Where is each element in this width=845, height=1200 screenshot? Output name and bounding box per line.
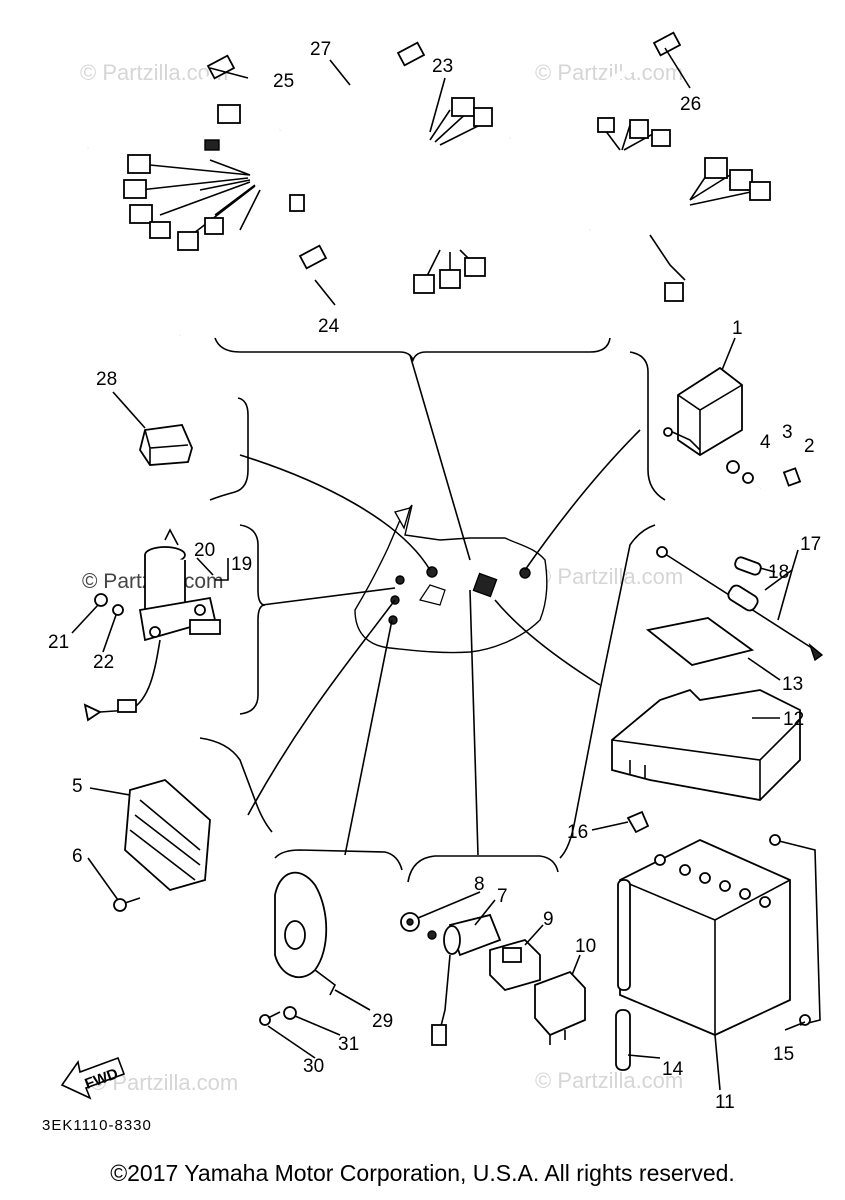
motorcycle-frame-outline — [354, 504, 548, 654]
callout-6: 6 — [72, 846, 83, 867]
callout-5: 5 — [72, 776, 83, 797]
callout-30: 30 — [303, 1056, 324, 1077]
callout-1: 1 — [732, 318, 743, 339]
brace-1 — [629, 351, 666, 501]
wire-harness — [123, 97, 771, 302]
horn-29 — [274, 871, 337, 996]
callout-25: 25 — [273, 71, 294, 92]
callout-22: 22 — [93, 652, 114, 673]
callout-4: 4 — [760, 432, 771, 453]
flasher-relay-28 — [139, 424, 193, 466]
battery-pad-13 — [645, 617, 755, 666]
diagram-code: 3EK1110-8330 — [42, 1117, 152, 1134]
washer-3 — [742, 472, 754, 484]
callout-11: 11 — [715, 1092, 735, 1113]
callout-17: 17 — [800, 534, 821, 555]
bolt-6 — [113, 897, 141, 912]
callout-26: 26 — [680, 94, 701, 115]
cable-tie-27 — [278, 41, 426, 134]
brace-28 — [209, 397, 249, 501]
clamp-16 — [626, 810, 650, 834]
watermark-bottom-right: © Partzilla.com — [535, 1068, 683, 1093]
cable-tie-24 — [178, 244, 328, 339]
callout-31: 31 — [338, 1034, 359, 1055]
callout-8: 8 — [474, 874, 485, 895]
washer-4 — [726, 460, 740, 474]
callout-19: 19 — [231, 554, 252, 575]
callout-16: 16 — [567, 822, 588, 843]
relay-unit — [663, 366, 743, 457]
callout-3: 3 — [782, 422, 793, 443]
callout-20: 20 — [194, 540, 215, 561]
harness-brace — [214, 337, 611, 363]
battery-cover-12 — [611, 688, 801, 801]
washer-22 — [112, 604, 124, 616]
cable-tie-26 — [508, 31, 682, 142]
leader-lines — [239, 354, 641, 856]
callout-28: 28 — [96, 369, 117, 390]
main-switch-19 — [83, 528, 221, 722]
callout-15: 15 — [773, 1044, 794, 1065]
cable-tie-25 — [86, 54, 236, 152]
copyright-notice: ©2017 Yamaha Motor Corporation, U.S.A. A… — [110, 1160, 735, 1186]
bolt-2 — [759, 467, 802, 490]
callout-7: 7 — [497, 886, 508, 907]
callout-2: 2 — [804, 436, 815, 457]
callout-29: 29 — [372, 1011, 393, 1032]
washer-31 — [283, 1006, 297, 1020]
callout-21: 21 — [48, 632, 69, 653]
brace-19-20 — [239, 524, 266, 715]
screw-30 — [259, 1011, 281, 1026]
callout-9: 9 — [543, 909, 554, 930]
breather-pipe-14 — [615, 879, 631, 1071]
brace-5-6 — [199, 737, 273, 833]
watermark-mid-right: © Partzilla.com — [535, 564, 683, 589]
callout-23: 23 — [432, 56, 453, 77]
callout-labels: 1 2 3 4 5 6 7 8 9 10 11 12 13 14 15 16 1… — [48, 39, 821, 1113]
relay-10 — [534, 970, 586, 1045]
callout-24: 24 — [318, 316, 340, 337]
brace-12-18 — [559, 524, 656, 859]
relay-9 — [489, 938, 541, 992]
callout-18: 18 — [768, 562, 789, 583]
callout-10: 10 — [575, 936, 596, 957]
brace-7-10 — [407, 855, 559, 883]
callout-27: 27 — [310, 39, 331, 60]
label-leaders — [71, 47, 806, 1091]
nut-21 — [94, 593, 108, 607]
fuse-18 — [734, 556, 762, 576]
callout-14: 14 — [662, 1059, 684, 1080]
brace-29-31 — [274, 849, 403, 871]
neutral-switch-7 — [427, 913, 502, 1046]
callout-12: 12 — [783, 709, 804, 730]
rectifier-regulator-5 — [124, 778, 211, 892]
nut-8 — [400, 912, 420, 932]
fuse-holder-17 — [656, 546, 824, 662]
callout-13: 13 — [782, 674, 803, 695]
battery-11 — [619, 839, 791, 1036]
